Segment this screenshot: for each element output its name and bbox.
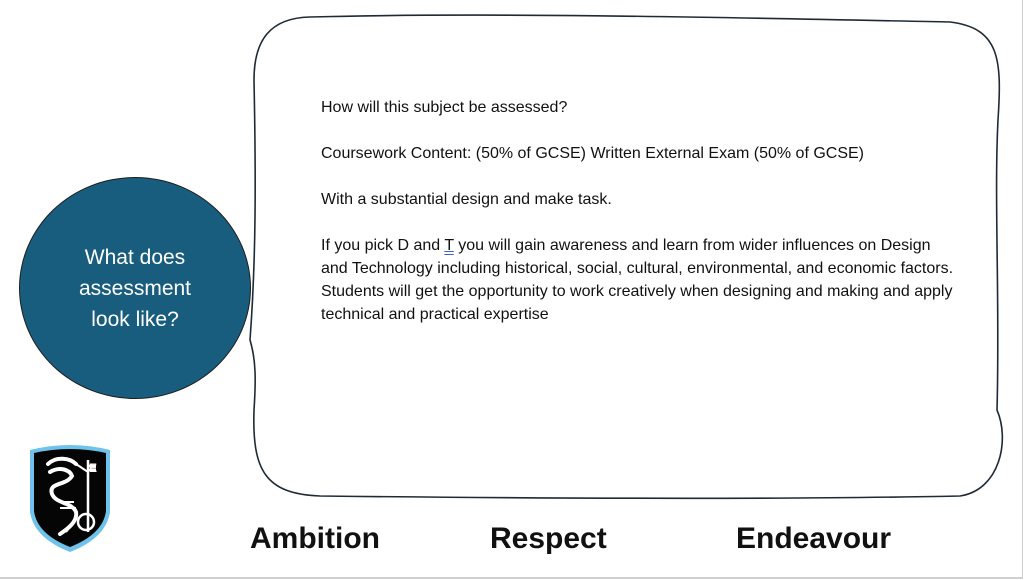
value-endeavour: Endeavour bbox=[736, 522, 892, 555]
content-paragraph: If you pick D and T you will gain awaren… bbox=[321, 234, 961, 326]
paragraph-rest: you will gain awareness and learn from w… bbox=[321, 237, 954, 323]
value-ambition: Ambition bbox=[250, 522, 380, 555]
content-heading: How will this subject be assessed? bbox=[321, 99, 568, 116]
circle-title: What does assessment look like? bbox=[78, 245, 192, 331]
svg-text:E: E bbox=[89, 461, 97, 475]
school-crest-logo: E bbox=[30, 445, 110, 552]
spellcheck-word[interactable]: T bbox=[444, 237, 454, 254]
value-respect: Respect bbox=[490, 522, 607, 555]
topic-circle: What does assessment look like? bbox=[19, 177, 251, 399]
assessment-content: How will this subject be assessed? Cours… bbox=[321, 96, 961, 349]
content-line-coursework: Coursework Content: (50% of GCSE) Writte… bbox=[321, 145, 865, 162]
paragraph-start: If you pick D and bbox=[321, 237, 445, 254]
content-line-task: With a substantial design and make task. bbox=[321, 191, 612, 208]
